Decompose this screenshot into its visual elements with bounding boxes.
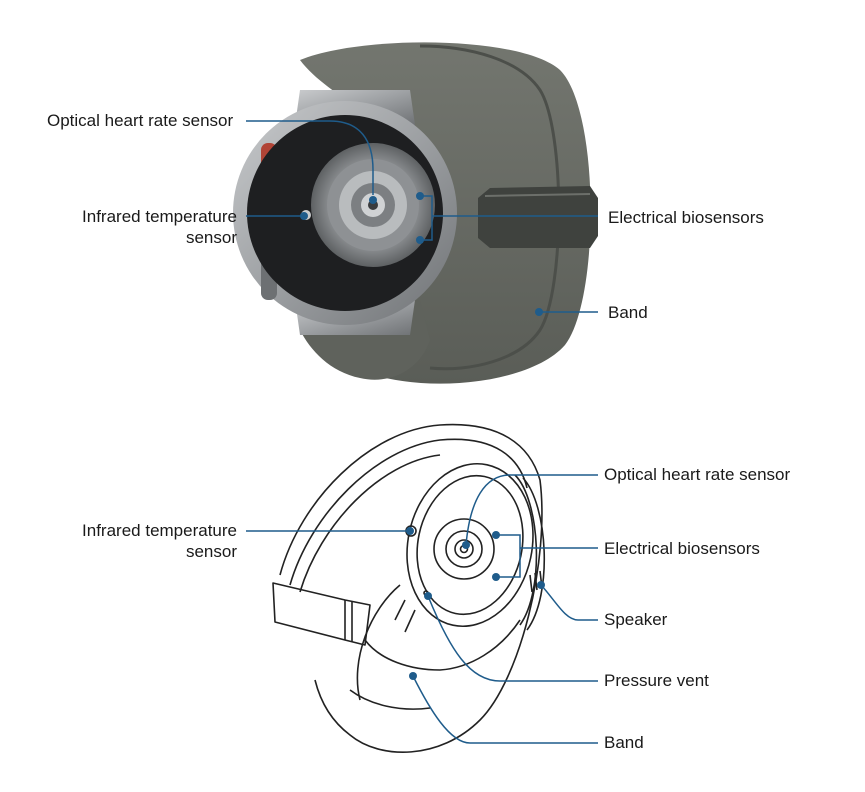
- bottom-watch-illustration: [272, 423, 546, 753]
- bottom-label-infrared-temperature-sensor: Infrared temperature sensor: [60, 520, 237, 562]
- top-label-infrared-line2: sensor: [185, 228, 237, 247]
- bottom-label-pressure-vent: Pressure vent: [604, 671, 709, 690]
- bottom-callout-pressure-vent: [427, 595, 598, 682]
- bottom-band-inner: [356, 584, 401, 701]
- bottom-callout-electrical: [496, 534, 598, 578]
- bottom-callouts: [246, 474, 598, 744]
- top-callout-optical: [246, 120, 374, 195]
- bottom-callout-band: [412, 675, 598, 744]
- top-callout-electrical: [420, 195, 598, 241]
- bottom-callout-speaker: [540, 584, 598, 621]
- top-label-band: Band: [608, 303, 648, 322]
- top-label-infrared-temperature-sensor: Infrared temperature sensor: [60, 206, 237, 248]
- bottom-buckle: [272, 582, 371, 646]
- bottom-callout-optical: [465, 474, 598, 546]
- bottom-label-electrical-biosensors: Electrical biosensors: [604, 539, 760, 558]
- top-watch-illustration: [233, 42, 598, 384]
- bottom-sensor-outer: [433, 518, 495, 580]
- top-label-optical-heart-rate-sensor: Optical heart rate sensor: [47, 111, 234, 130]
- top-label-infrared-line1: Infrared temperature: [82, 207, 237, 226]
- top-callouts: [246, 120, 598, 313]
- bottom-label-infrared-line2: sensor: [185, 542, 237, 561]
- top-buckle: [478, 186, 598, 248]
- bottom-label-infrared-line1: Infrared temperature: [82, 521, 237, 540]
- bottom-label-band: Band: [604, 733, 644, 752]
- bottom-label-optical-heart-rate-sensor: Optical heart rate sensor: [604, 465, 791, 484]
- bottom-band-outer: [279, 423, 543, 753]
- top-label-electrical-biosensors: Electrical biosensors: [608, 208, 764, 227]
- bottom-callout-dots: [406, 527, 545, 680]
- top-callout-dots: [300, 192, 543, 316]
- bottom-label-speaker: Speaker: [604, 610, 668, 629]
